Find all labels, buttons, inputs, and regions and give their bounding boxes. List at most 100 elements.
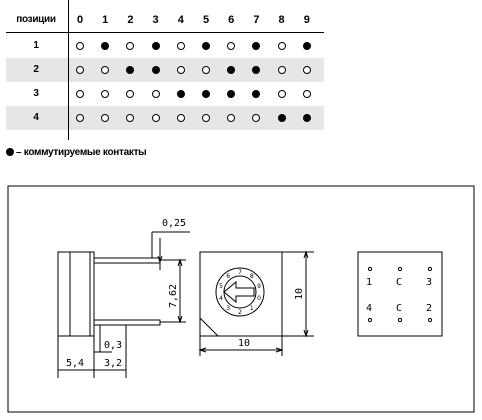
dial-number: 9 [257,283,261,290]
pin-label: 2 [426,303,432,314]
filled-dot-icon [302,114,311,122]
positions-table: позиции 0 1 2 3 4 5 6 7 8 9 1 2 3 4 [6,0,324,140]
column-header: 2 [127,14,134,26]
dim-pin-thickness: 0,25 [162,218,186,229]
dial-number: 2 [238,309,242,316]
dial-number: 4 [219,295,223,302]
pin-hole [397,266,403,272]
side-body [57,251,95,337]
empty-dot-icon [277,42,286,50]
filled-dot-icon [6,148,14,156]
empty-dot-icon [126,114,135,122]
column-header: 6 [228,14,235,26]
empty-dot-icon [101,66,110,74]
pin-label: C [396,303,402,314]
header-label: позиции [16,14,56,25]
column-header: 5 [202,14,210,26]
legend-text: – коммутируемые контакты [16,147,147,158]
empty-dot-icon [176,114,185,122]
filled-dot-icon [151,66,160,74]
pin-hole [397,317,403,323]
filled-dot-icon [227,90,236,98]
empty-dot-icon [151,90,160,98]
dial-number: 7 [238,269,242,276]
pin-label: 1 [366,277,372,288]
empty-dot-icon [101,114,110,122]
column-header: 4 [177,14,184,26]
filled-dot-icon [202,42,210,50]
column-header: 0 [76,14,84,26]
filled-dot-icon [252,66,261,74]
filled-dot-icon [252,90,261,98]
empty-dot-icon [202,66,210,74]
dim-top-height: 10 [294,288,305,300]
top-view [198,250,314,356]
pinout-view: 1 C 3 4 C 2 [357,251,443,337]
empty-dot-icon [202,114,210,122]
table-row: 4 [6,106,324,130]
empty-dot-icon [277,66,286,74]
row-label: 3 [33,88,39,99]
table-vertical-divider [68,0,69,140]
arrow-icon [223,280,255,304]
filled-dot-icon [126,66,135,74]
row-label: 1 [33,40,39,51]
pin-hole [367,317,373,323]
pin-label: 3 [426,277,432,288]
dial-ring [215,267,265,317]
empty-dot-icon [101,90,110,98]
dim-top-width: 10 [238,338,250,349]
empty-dot-icon [227,114,236,122]
table-row: 2 [6,58,324,82]
top-pin [93,257,161,264]
empty-dot-icon [126,42,135,50]
filled-dot-icon [101,42,110,50]
column-header: 7 [253,14,260,26]
pin-label: 4 [366,303,372,314]
empty-dot-icon [126,90,135,98]
empty-dot-icon [151,114,160,122]
filled-dot-icon [277,114,286,122]
dial-number: 6 [226,273,230,280]
dial-number: 1 [250,305,254,312]
filled-dot-icon [176,90,185,98]
dial-number: 8 [250,273,254,280]
bottom-pin [93,319,161,326]
table-header-row: позиции 0 1 2 3 4 5 6 7 8 9 [6,8,324,33]
top-body [199,251,283,337]
table-row: 1 [6,34,324,58]
legend: – коммутируемые контакты [6,146,147,160]
empty-dot-icon [227,42,236,50]
empty-dot-icon [302,66,311,74]
filled-dot-icon [252,42,261,50]
drawing-frame [7,185,475,413]
empty-dot-icon [302,90,311,98]
pinout-body [357,251,443,337]
column-header: 9 [303,14,310,26]
empty-dot-icon [76,90,84,98]
column-header: 3 [152,14,159,26]
dim-body-depth: 5,4 [66,358,84,369]
empty-dot-icon [176,66,185,74]
empty-dot-icon [76,114,84,122]
filled-dot-icon [302,42,311,50]
dial-number: 5 [219,283,223,290]
dial-numbers: 01 2 34 56 7 89 [219,269,261,316]
pin-hole [427,266,433,272]
pin-hole [367,266,373,272]
side-view [57,231,190,378]
dim-pin-length: 3,2 [104,358,122,369]
empty-dot-icon [277,90,286,98]
filled-dot-icon [227,66,236,74]
table-row: 3 [6,82,324,106]
dim-height: 7,62 [168,284,179,308]
dim-pin-gap: 0,3 [104,340,122,351]
pin-hole [427,317,433,323]
empty-dot-icon [176,42,185,50]
pin-label: C [396,277,402,288]
dial-number: 0 [257,295,261,302]
column-header: 8 [278,14,285,26]
dial-number: 3 [226,305,230,312]
column-header: 1 [102,14,109,26]
